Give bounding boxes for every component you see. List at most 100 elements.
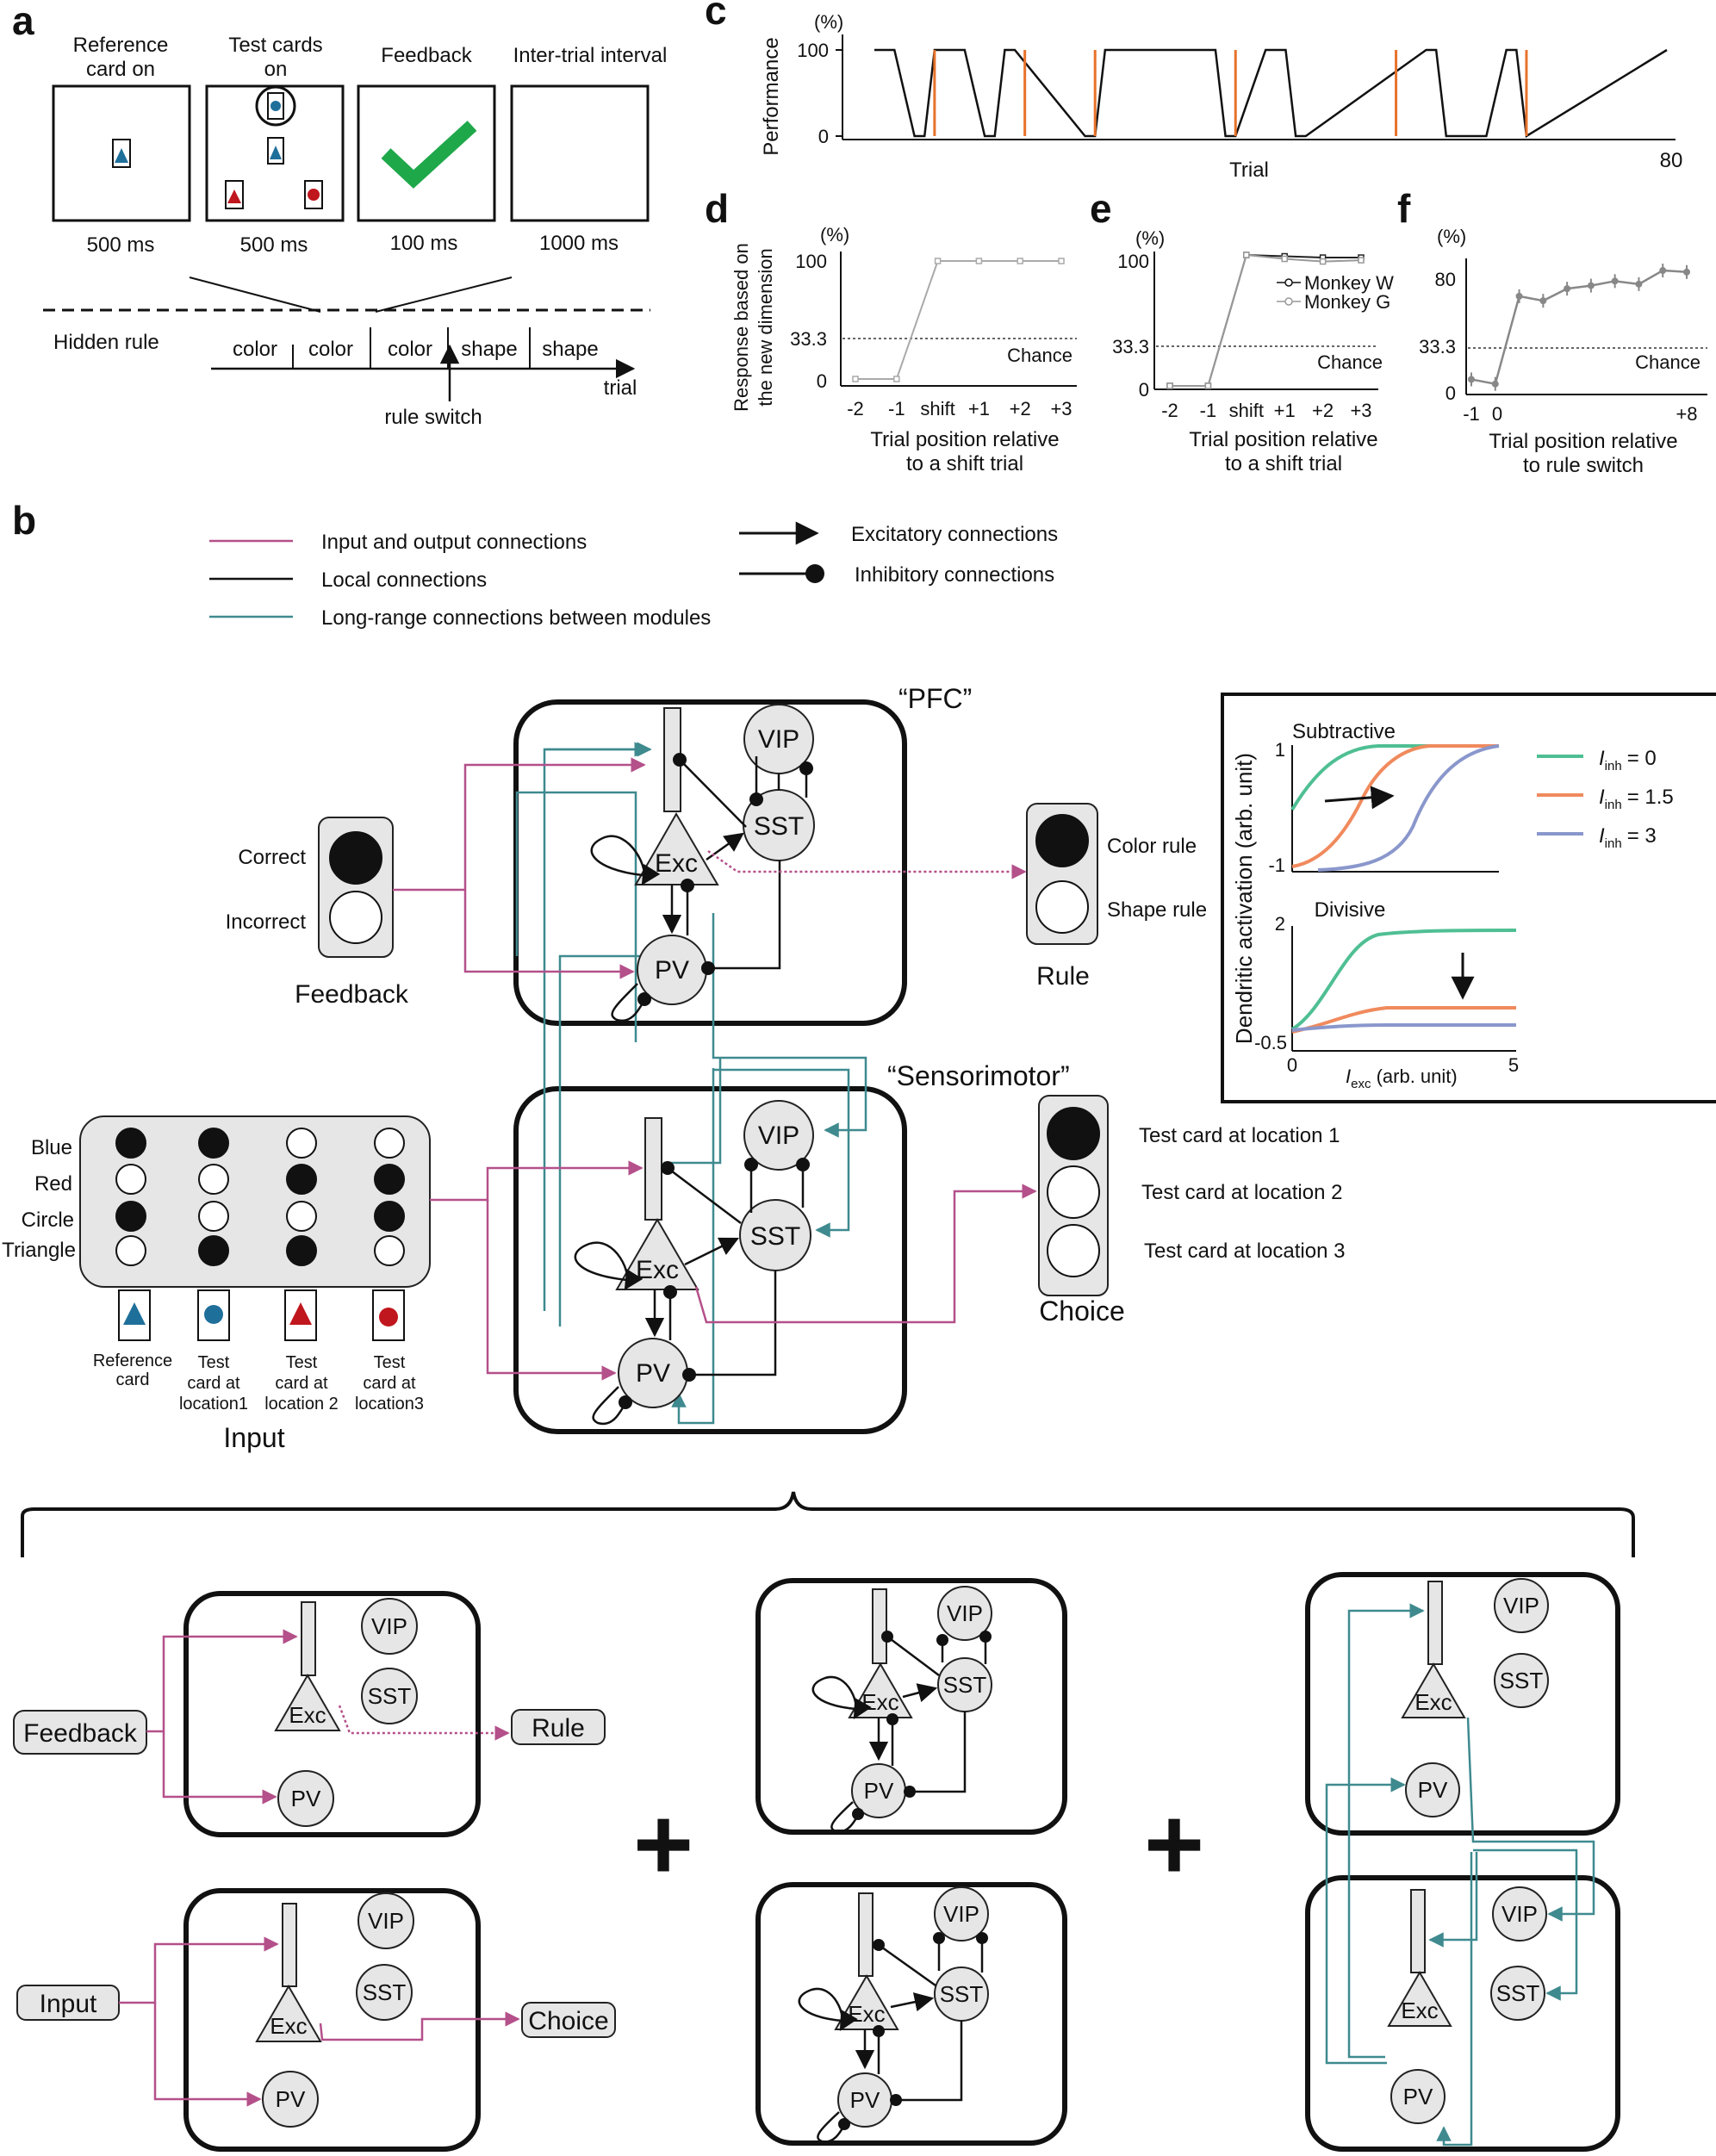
y-tick-label: 100 [795,251,827,272]
choice-title: Choice [1039,1295,1125,1327]
data-point [934,258,942,264]
data-point [1468,376,1475,383]
input-unit [115,1128,146,1159]
performance-line [874,48,1668,139]
magenta-dotted-output [707,849,1027,879]
legend-sub: inh [1605,798,1622,812]
y-tick-label: 0 [1139,379,1149,401]
x-tick-label: +3 [1050,398,1072,419]
excitatory-connection [902,1683,938,1703]
pfc-sst-label: SST [754,812,804,841]
x-tick-label: +2 [1010,398,1031,419]
card-label: location 2 [264,1395,339,1414]
input-unit [198,1128,229,1159]
exc-cell [1401,1662,1466,1718]
input-row-label: Blue [31,1136,72,1159]
panel-label-f: f [1397,186,1411,231]
rule-item: shape [461,338,517,361]
rule-item: color [388,338,432,361]
x-axis-label: Trial position relative [1189,428,1377,451]
legend-var: I [1599,824,1605,848]
dendrite [858,1892,874,1977]
inhibitory-dot [663,1285,677,1299]
rule-item: color [308,338,353,361]
dendrite [872,1588,887,1664]
choice-label: Test card at location 2 [1141,1181,1342,1204]
teal-connection [1428,1852,1478,1948]
recurrent-connection [798,1987,858,2031]
vip-label: VIP [1502,1901,1538,1927]
recurrent-connection [611,983,648,1022]
input-unit [115,1164,146,1195]
vip-label: VIP [947,1600,983,1626]
circle-icon [379,1308,398,1327]
connection-legend: Input and output connections Local conne… [209,521,1058,630]
circle-icon [270,101,281,111]
legend-var: I [1599,786,1605,809]
sensorimotor-module-label: “Sensorimotor” [887,1060,1070,1091]
exc-label: Exc [1401,1998,1438,2023]
main-network: “PFC” “Sensorimotor” VIP SST Exc PV [2,683,1345,1453]
legend-value: = 0 [1627,747,1657,770]
excitatory-connection [890,1992,935,2012]
dendrite [1427,1581,1443,1665]
inhibitory-dot [701,961,715,975]
vip-label: VIP [368,1908,404,1934]
inhibitory-dot [852,1808,864,1820]
shift-arrow [1324,786,1395,810]
input-box [79,1115,431,1288]
inset-tick: 5 [1508,1054,1519,1076]
inset-tick: -0.5 [1254,1032,1287,1053]
curve-inh-0 [1290,744,1499,811]
magenta-connection [430,1160,644,1202]
curve-inh-3 [1291,1023,1516,1032]
pfc-exc-label: Exc [655,849,698,878]
feedback-node-label: Feedback [23,1719,138,1748]
inhibitory-dot [904,1786,916,1798]
y-unit: (%) [1437,226,1466,247]
duration: 1000 ms [539,232,619,255]
pv-label: PV [1403,2084,1433,2109]
inset-y-label: Dendritic activation (arb. unit) [1231,753,1257,1044]
data-point [1635,280,1643,288]
excitatory-connection [684,1237,740,1266]
rule-switch-label: rule switch [384,406,482,429]
data-point [1564,285,1571,293]
card-label: location1 [179,1395,248,1414]
sst-cell [356,1964,413,2021]
pv-label: PV [276,2086,306,2112]
series-line [1170,253,1362,387]
data-point [1659,267,1667,275]
series-line [1470,269,1688,386]
triangle-icon [227,190,241,203]
input-unit [286,1201,317,1232]
inhibitory-dot [881,1631,893,1643]
card-label: Test [374,1353,406,1372]
exc-label: Exc [270,2013,307,2039]
inhibitory-dot [661,1161,675,1175]
choice-unit-1 [1047,1107,1100,1160]
local-connection [667,1167,742,1224]
card-label: card [116,1370,150,1389]
data-point [1017,258,1023,264]
sst-label: SST [1496,1980,1540,2006]
pfc-vip-label: VIP [758,725,799,754]
longrange-module-pfc [1305,1572,1620,1836]
legend-sub: inh [1605,836,1622,851]
local-connection [896,2021,963,2102]
triangle-icon [123,1302,146,1325]
magenta-connection [486,1200,617,1381]
vip-cell [1494,1578,1549,1633]
duration: 500 ms [240,233,308,257]
vip-cell [361,1598,418,1655]
data-point [1611,277,1619,285]
input-grid [115,1128,405,1266]
data-point [1281,255,1288,263]
teal-connection [1473,1848,1578,2001]
inset-tick: 1 [1275,739,1285,761]
input-unit [286,1128,317,1159]
rule-shape-unit [1035,880,1089,934]
input-row-label: Red [34,1172,72,1196]
